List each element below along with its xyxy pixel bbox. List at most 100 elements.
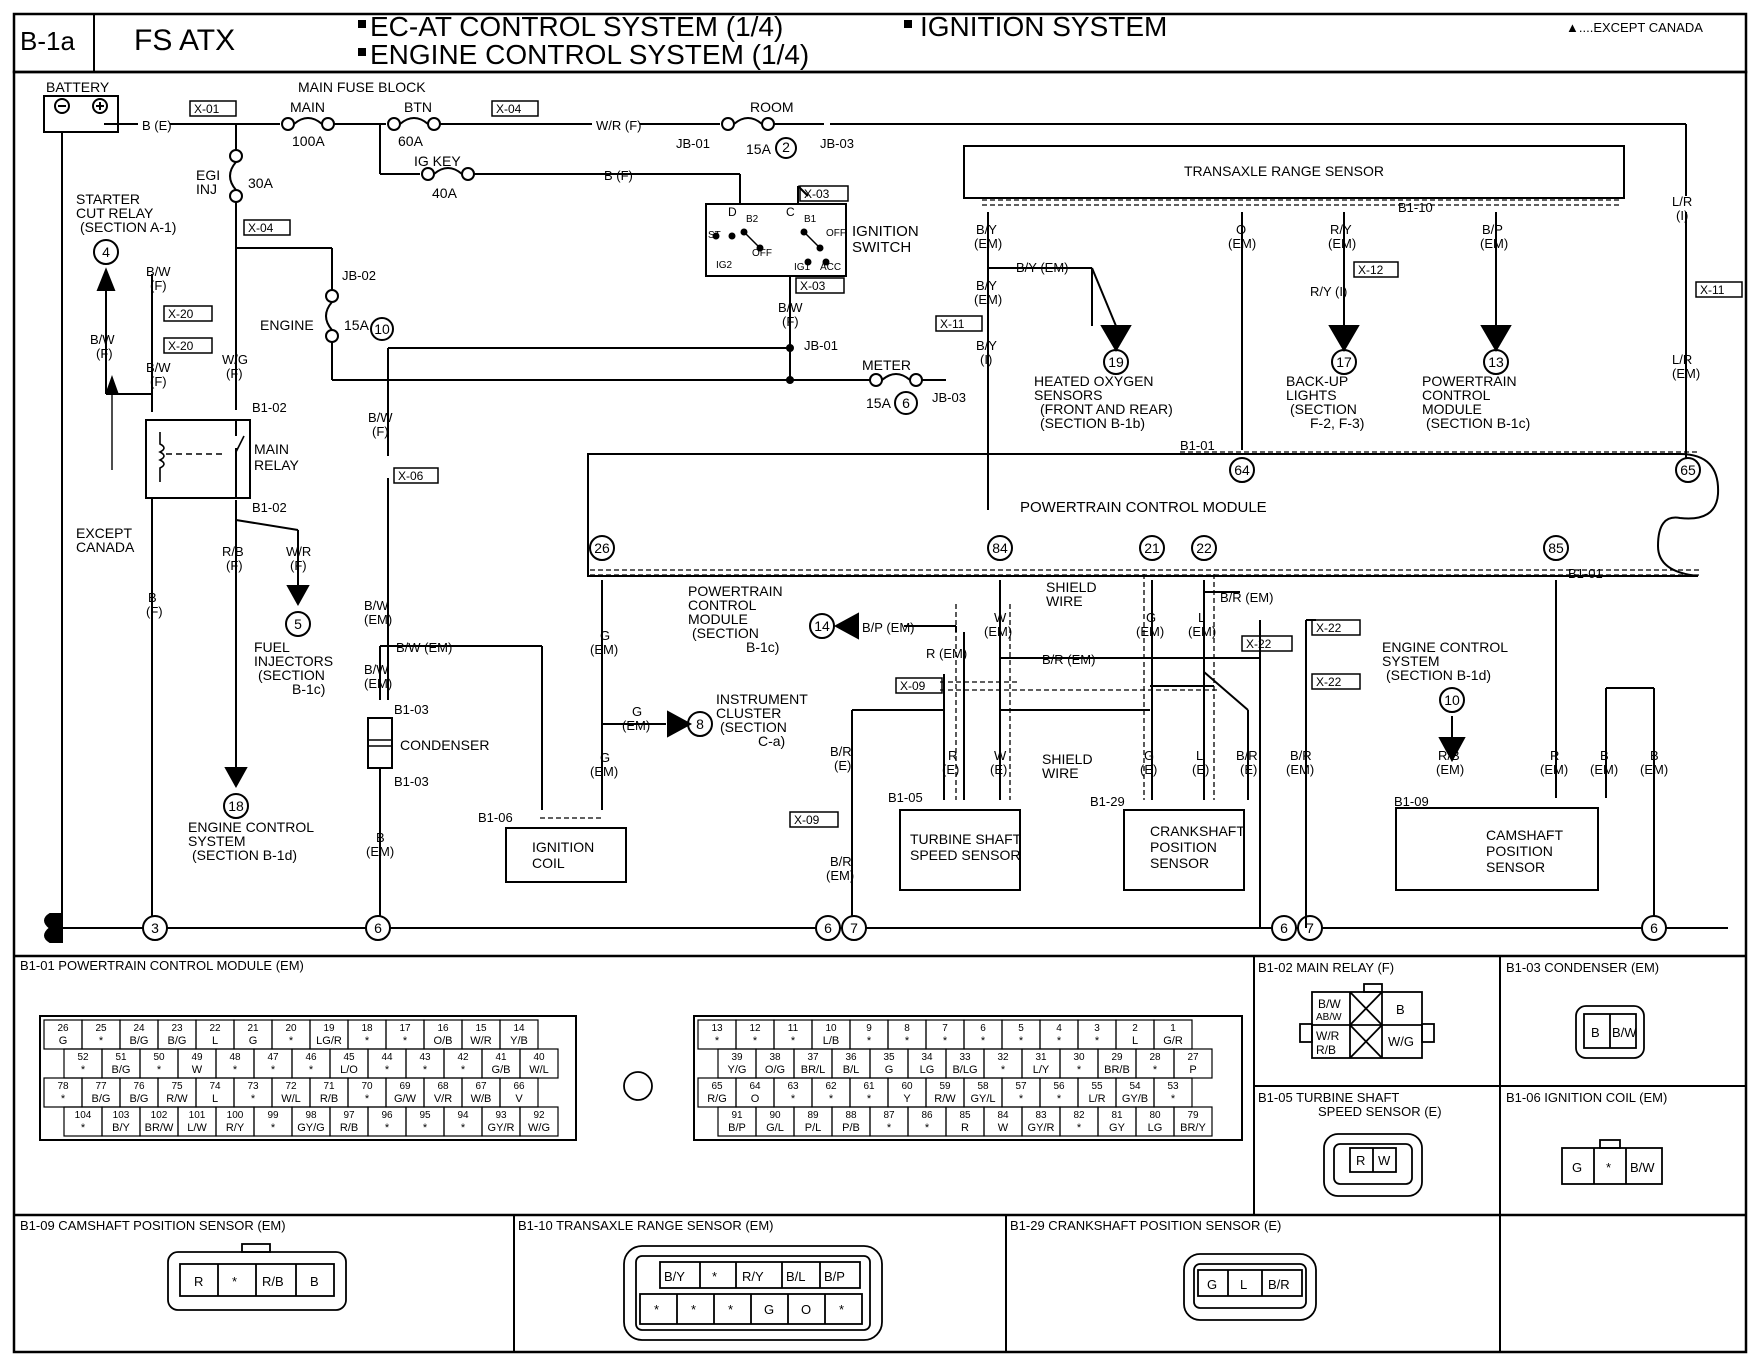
pcm-connector-frame — [693, 1015, 1243, 1141]
panel-turbine-title-1: B1-05 TURBINE SHAFT — [1258, 1090, 1399, 1105]
tr-pin-bp: B/P — [824, 1269, 845, 1284]
pcm-pin-number: 30 — [1073, 1052, 1085, 1063]
ref-6-a: 6 — [374, 920, 382, 936]
pcm-pin-number: 81 — [1111, 1110, 1123, 1121]
pcm-pin-number: 52 — [77, 1052, 89, 1063]
ref-19: 19 — [1108, 354, 1124, 370]
cam-pin-b: B — [310, 1274, 319, 1289]
wire-r-em-h: R (EM) — [926, 646, 967, 661]
wire-bw-f2: (F) — [150, 278, 167, 293]
pcm-pin-number: 26 — [57, 1023, 69, 1034]
pcm-pin-number: 9 — [866, 1023, 872, 1034]
pcm-pin-number: 68 — [437, 1081, 449, 1092]
pcm-pin-number: 77 — [95, 1081, 107, 1092]
except-canada-2: CANADA — [76, 539, 135, 555]
pin-85: 85 — [1548, 540, 1564, 556]
pcm-pin-number: 18 — [361, 1023, 373, 1034]
pin-21: 21 — [1144, 540, 1160, 556]
pcm-pin-number: 33 — [959, 1052, 971, 1063]
pcm-pin-color: * — [1077, 1122, 1082, 1134]
wire-rb: R/B — [222, 544, 244, 559]
turbine-1: TURBINE SHAFT — [910, 831, 1022, 847]
hos-4: (SECTION B-1b) — [1040, 415, 1145, 431]
pcm-pin-color: O — [751, 1093, 760, 1105]
title-ignition: IGNITION SYSTEM — [920, 11, 1167, 42]
pcm-pin-color: * — [925, 1122, 930, 1134]
pcm-pin-color: R/B — [320, 1093, 338, 1105]
pcm-pin-cell — [519, 1048, 559, 1079]
tag-x06: X-06 — [398, 469, 424, 483]
crank-2: POSITION — [1150, 839, 1217, 855]
pcm-pin-number: 32 — [997, 1052, 1009, 1063]
wire-by-em-h: B/Y (EM) — [1016, 260, 1069, 275]
wire-g-em-c2: (EM) — [590, 764, 618, 779]
pcm-pin-color: * — [1077, 1064, 1082, 1076]
pcm-pin-number: 65 — [711, 1081, 723, 1092]
pcm-pin-color: G/L — [766, 1122, 784, 1134]
pcm-pin-number: 35 — [883, 1052, 895, 1063]
cam-pin-r: R — [194, 1274, 203, 1289]
wire-r-e2: (E) — [942, 762, 959, 777]
pcm-pin-number: 54 — [1129, 1081, 1141, 1092]
ig-ig1: IG1 — [794, 262, 811, 273]
ig-st: ST — [708, 230, 721, 241]
wire-lr-i2: (I) — [1676, 208, 1688, 223]
pcm-pin-number: 17 — [399, 1023, 411, 1034]
tr-pin-bl: B/L — [786, 1269, 806, 1284]
wire-bw-f-e: B/W — [778, 300, 803, 315]
title-engine: ENGINE CONTROL SYSTEM (1/4) — [370, 39, 809, 70]
relay-pin-b: B — [1396, 1002, 1405, 1017]
fuse-main-amp: 100A — [292, 133, 325, 149]
tag-x22-a: X-22 — [1316, 621, 1342, 635]
pcm-pin-color: B/G — [130, 1093, 149, 1105]
pcm-pin-number: 67 — [475, 1081, 487, 1092]
ig-b2: B2 — [746, 214, 759, 225]
ic-1: INSTRUMENT — [716, 691, 808, 707]
pcm-pin-number: 22 — [209, 1023, 221, 1034]
wire-o-em2: (EM) — [1228, 236, 1256, 251]
pcm-pin-number: 38 — [769, 1052, 781, 1063]
wire-lr-em2: (EM) — [1672, 366, 1700, 381]
pin-84: 84 — [992, 540, 1008, 556]
pcm-pin-color: G — [249, 1035, 258, 1047]
ref-6-meter: 6 — [902, 395, 910, 411]
pcm-pin-number: 82 — [1073, 1110, 1085, 1121]
pcm13-1: POWERTRAIN — [1422, 373, 1517, 389]
pcm-pin-color: BR/L — [801, 1064, 825, 1076]
panel-camshaft-title: B1-09 CAMSHAFT POSITION SENSOR (EM) — [20, 1218, 286, 1233]
pcm-pin-color: * — [365, 1093, 370, 1105]
pcm-pin-color: * — [423, 1122, 428, 1134]
main-relay-1: MAIN — [254, 441, 289, 457]
tag-x12: X-12 — [1358, 263, 1384, 277]
ign-coil-2: COIL — [532, 855, 565, 871]
wire-b-em2: (EM) — [366, 844, 394, 859]
wire-wr-f: W/R (F) — [596, 118, 641, 133]
wire-rb2: (F) — [226, 558, 243, 573]
panel-transaxle-title: B1-10 TRANSAXLE RANGE SENSOR (EM) — [518, 1218, 774, 1233]
pcm-pin-color: O/B — [434, 1035, 453, 1047]
pcm-pin-number: 87 — [883, 1110, 895, 1121]
wire-bw-f-c: B/W — [146, 360, 171, 375]
wire-w-e2: (E) — [990, 762, 1007, 777]
wire-g-em-d: G — [1146, 610, 1156, 625]
pcm-pin-color: W/G — [528, 1122, 550, 1134]
ref-18: 18 — [228, 798, 244, 814]
pcm-pin-color: * — [791, 1093, 796, 1105]
tag-x09-b: X-09 — [794, 813, 820, 827]
pcm-pin-number: 64 — [749, 1081, 761, 1092]
relay-pin-rb: R/B — [1316, 1043, 1336, 1057]
ecs-18-3: (SECTION B-1d) — [192, 847, 297, 863]
pcm-pin-color: B/Y — [112, 1122, 130, 1134]
condenser-pin-bw: B/W — [1612, 1025, 1637, 1040]
pcm-pin-number: 24 — [133, 1023, 145, 1034]
fuse-egi-amp: 30A — [248, 175, 274, 191]
pcm-pin-number: 69 — [399, 1081, 411, 1092]
condenser-label: CONDENSER — [400, 737, 489, 753]
crank-pin-br: B/R — [1268, 1277, 1290, 1292]
fuse-main: MAIN — [290, 99, 325, 115]
wire-g-em-a: G — [600, 628, 610, 643]
coil-pin-g: G — [1572, 1160, 1582, 1175]
shield-wire-bottom-2: WIRE — [1042, 765, 1079, 781]
panel-coil-title: B1-06 IGNITION COIL (EM) — [1506, 1090, 1667, 1105]
